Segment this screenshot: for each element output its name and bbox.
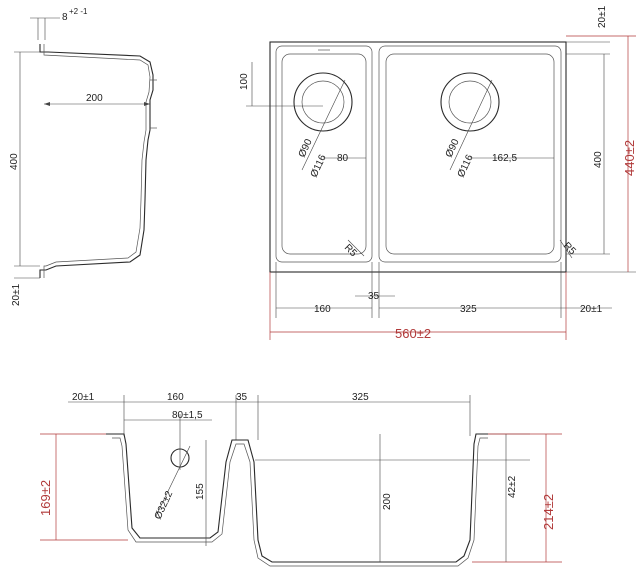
section-left-depth: 155 [195, 483, 206, 500]
top-total-width-label: 560±2 [395, 326, 431, 341]
section-drain-offset: 80±1,5 [172, 410, 203, 421]
section-right-total: 214±2 [541, 494, 556, 530]
top-right-flange: 20±1 [580, 304, 603, 315]
section-overflow-dia: Ø32±2 [153, 489, 176, 521]
section-right-bowl: 325 [352, 392, 369, 403]
side-view: 8 +2 -1 200 400 20±1 [9, 7, 157, 306]
top-left-bowl-width: 160 [314, 304, 331, 315]
top-bowl-height-label: 400 [593, 151, 604, 168]
drain-left-outer: Ø116 [309, 153, 329, 180]
drain-right-inner: Ø90 [444, 137, 462, 159]
side-width-label: 200 [86, 93, 103, 104]
top-total-height-label: 440±2 [622, 140, 637, 176]
side-top-tol: +2 -1 [69, 7, 88, 16]
drain-right-offset: 162,5 [492, 153, 517, 164]
section-view: 20±1 160 35 325 80±1,5 Ø32±2 155 200 42±… [38, 392, 562, 567]
side-top-dim: 8 [62, 12, 68, 23]
top-divider-width: 35 [368, 291, 380, 302]
section-left-total: 169±2 [38, 480, 53, 516]
top-view: 100 Ø116 Ø90 80 Ø116 Ø90 162,5 R5 R5 20±… [239, 5, 637, 341]
side-height-label: 400 [9, 153, 20, 170]
section-left-flange: 20±1 [72, 392, 95, 403]
side-bottom-flange-label: 20±1 [11, 283, 22, 306]
section-right-depth: 200 [382, 493, 393, 510]
top-bowl-depth-label: 100 [239, 73, 250, 90]
top-right-bowl-width: 325 [460, 304, 477, 315]
top-flange-label: 20±1 [597, 5, 608, 28]
drain-left-offset: 80 [337, 153, 349, 164]
section-divider: 35 [236, 392, 248, 403]
drain-right-outer: Ø116 [456, 153, 476, 180]
section-rim-height: 42±2 [507, 475, 518, 498]
radius-right: R5 [561, 240, 578, 257]
section-left-bowl: 160 [167, 392, 184, 403]
radius-left: R5 [342, 242, 359, 259]
